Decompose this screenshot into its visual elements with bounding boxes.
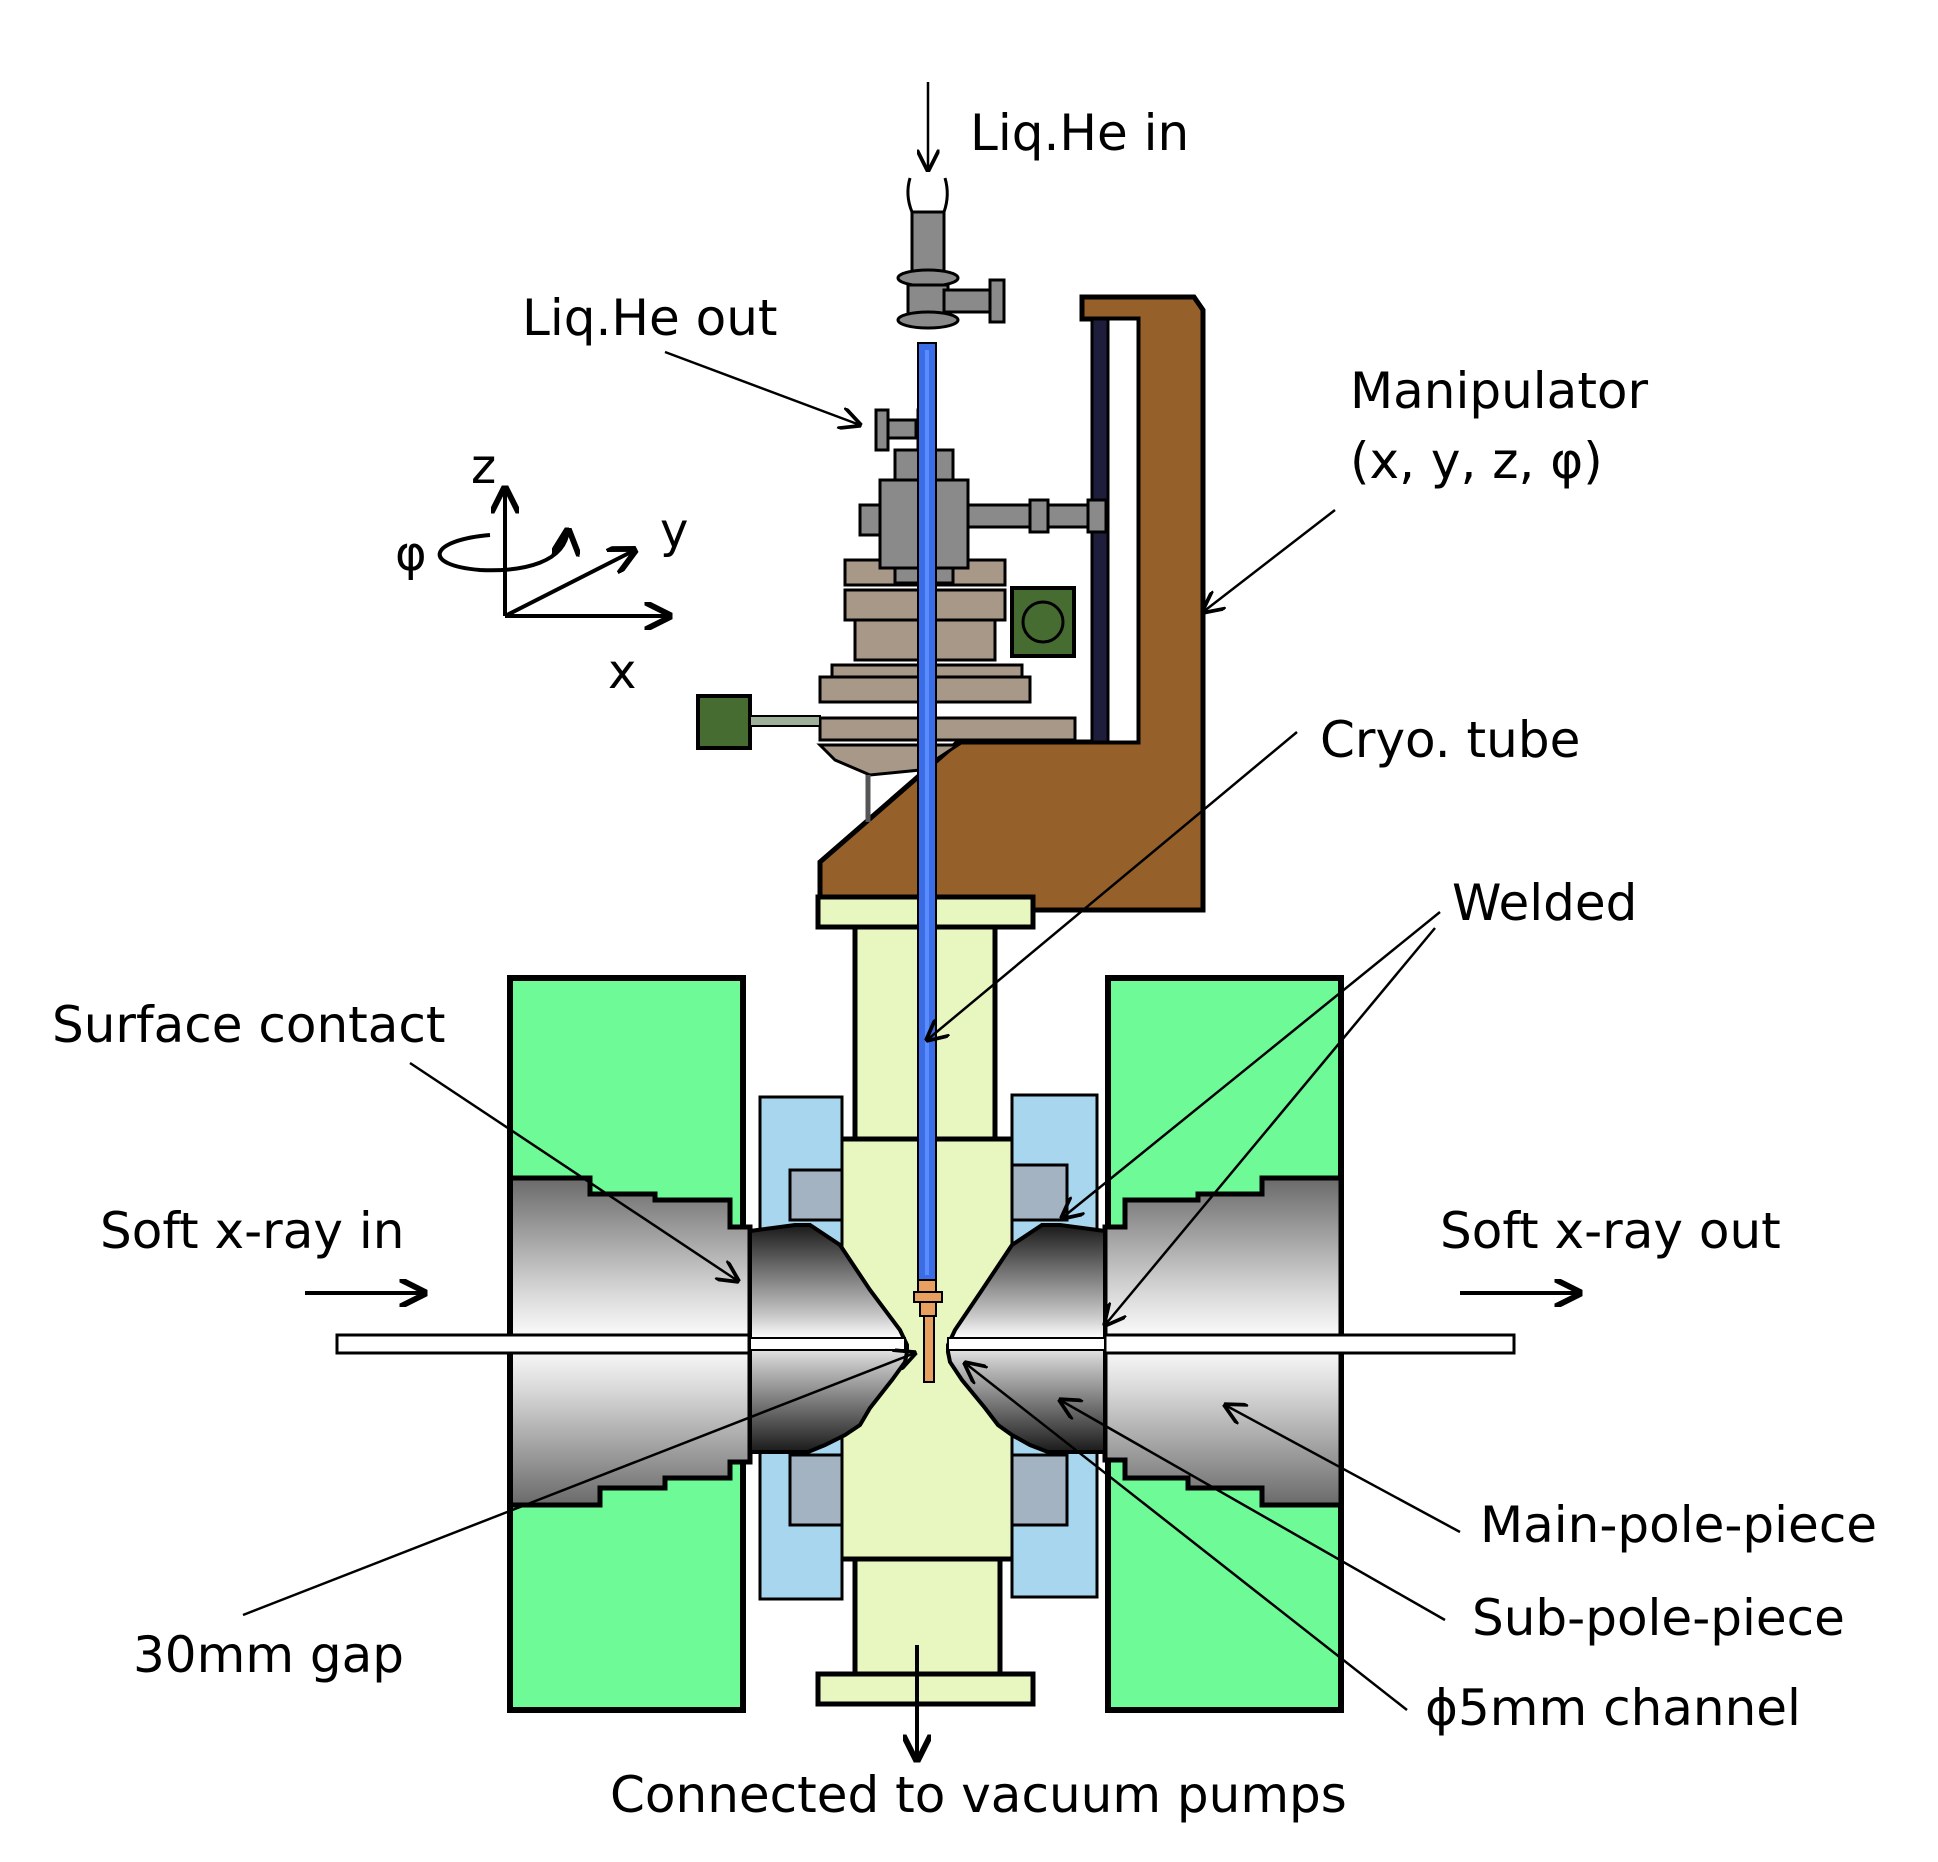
label-cryo-tube: Cryo. tube (1320, 711, 1580, 769)
leader-liq-he-out (664, 350, 860, 425)
label-soft-xray-out: Soft x-ray out (1440, 1202, 1781, 1260)
leader-gap (242, 1353, 915, 1617)
label-liq-he-out: Liq.He out (522, 289, 778, 347)
axis-y (504, 550, 635, 618)
motor-right (1010, 586, 1076, 658)
manipulator-rail-slot (1106, 317, 1140, 744)
label-welded: Welded (1452, 874, 1637, 932)
axis-label-phi: φ (395, 526, 427, 582)
channel-left (749, 1337, 906, 1351)
labels: Liq.He in Liq.He out Manipulator (x, y, … (52, 104, 1877, 1824)
label-manipulator: Manipulator (1350, 362, 1649, 420)
axis-label-x: x (608, 644, 636, 700)
leader-welded-1 (1062, 911, 1441, 1218)
label-soft-xray-in: Soft x-ray in (100, 1202, 404, 1260)
axis-label-z: z (471, 439, 496, 495)
motor-left (696, 694, 752, 750)
motor-right-knob (1021, 600, 1065, 644)
leader-sub-pole-piece (1060, 1400, 1446, 1622)
axis-label-y: y (660, 503, 688, 559)
axis-phi-rotation (437, 530, 568, 573)
leader-surface-contact (409, 1061, 738, 1281)
label-vacuum: Connected to vacuum pumps (610, 1766, 1347, 1824)
label-channel: ϕ5mm channel (1425, 1679, 1801, 1737)
beam-pipe-right (1103, 1333, 1516, 1355)
sample-holder (913, 1279, 943, 1383)
leader-main-pole-piece (1225, 1405, 1461, 1534)
motor-left-shaft (749, 715, 821, 727)
channel-right (947, 1337, 1106, 1351)
label-surface-contact: Surface contact (52, 996, 445, 1054)
axis-indicator: z y x φ (395, 439, 688, 700)
label-sub-pole-piece: Sub-pole-piece (1472, 1589, 1845, 1647)
leader-channel (965, 1363, 1408, 1711)
leader-manipulator (1203, 509, 1336, 612)
leader-lines (242, 82, 1580, 1760)
label-manipulator-axes: (x, y, z, φ) (1350, 432, 1603, 490)
label-gap: 30mm gap (133, 1626, 404, 1684)
he-inlet-lines (906, 177, 949, 213)
label-main-pole-piece: Main-pole-piece (1480, 1496, 1877, 1554)
leader-cryo-tube (927, 731, 1298, 1040)
beam-pipe-left (335, 1333, 751, 1355)
top-fittings (874, 210, 1006, 452)
label-liq-he-in: Liq.He in (970, 104, 1189, 162)
leader-welded-2 (1105, 927, 1436, 1325)
